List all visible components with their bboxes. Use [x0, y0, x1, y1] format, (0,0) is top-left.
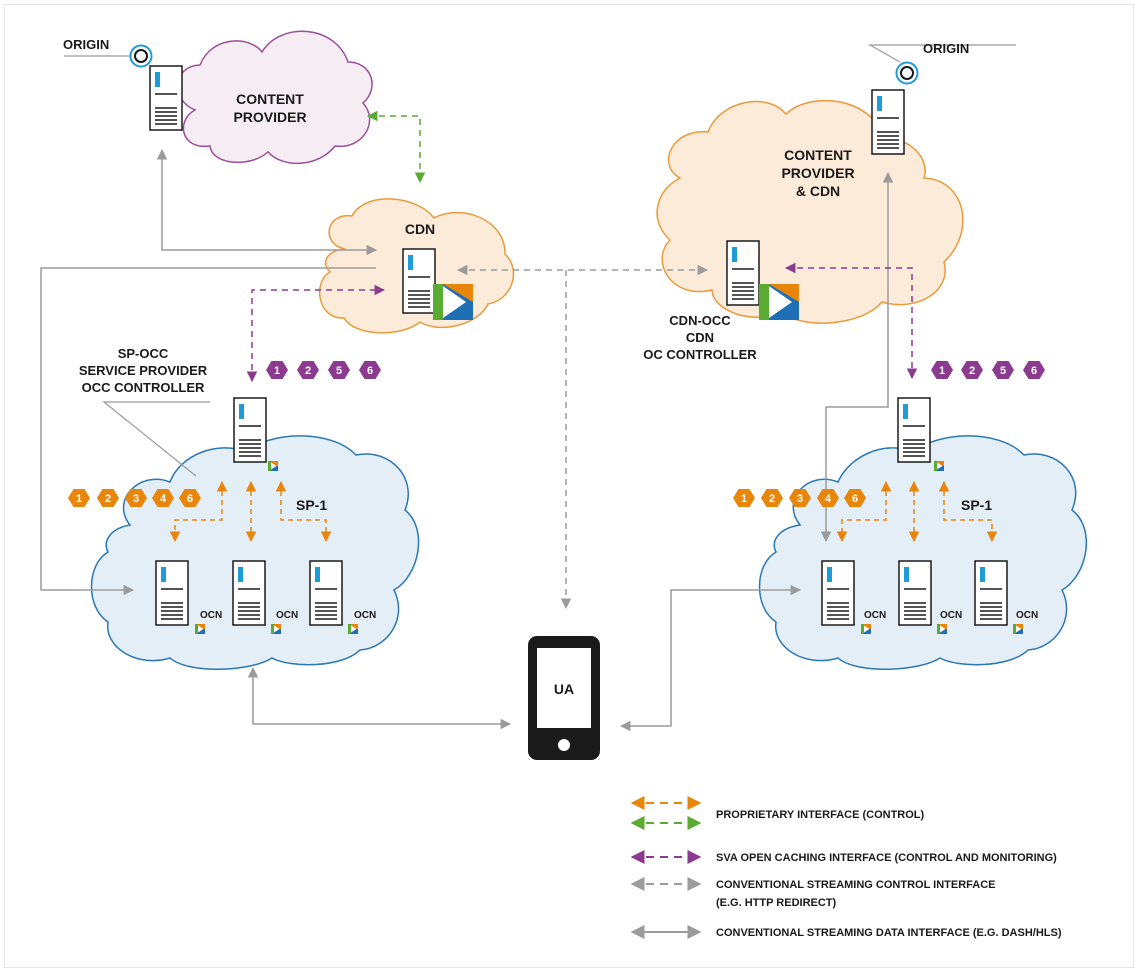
- ocn-server: [309, 560, 343, 626]
- origin-icon-left: [129, 44, 153, 68]
- oc-logo-small: [1013, 624, 1023, 634]
- svg-text:5: 5: [1000, 365, 1006, 377]
- ocn-label: OCN: [1016, 610, 1038, 621]
- sp1-cloud-left: [90, 435, 420, 670]
- ua-label: UA: [554, 681, 574, 697]
- legend-item-conventional-control: CONVENTIONAL STREAMING CONTROL INTERFACE…: [630, 877, 996, 909]
- svg-text:1: 1: [741, 493, 747, 505]
- purple-badges-left: 1 2 5 6: [266, 361, 381, 379]
- origin-server-left: [149, 65, 183, 131]
- svg-text:2: 2: [969, 365, 975, 377]
- ocn-label: OCN: [940, 610, 962, 621]
- sp1-label-left: SP-1: [296, 497, 327, 513]
- svg-text:1: 1: [76, 493, 82, 505]
- content-provider-cdn-label-line2: PROVIDER: [781, 165, 854, 181]
- sp-occ-label-line1: SP-OCC: [118, 346, 169, 361]
- ocn-label: OCN: [200, 610, 222, 621]
- ocn-label: OCN: [276, 610, 298, 621]
- sp1-cloud-right: [758, 435, 1087, 670]
- svg-text:1: 1: [274, 365, 280, 377]
- open-caching-logo-cdn: [433, 284, 473, 320]
- ocn-server: [155, 560, 189, 626]
- open-caching-logo-cdn-occ: [759, 284, 799, 320]
- legend-item-sva: SVA OPEN CACHING INTERFACE (CONTROL AND …: [630, 850, 1057, 864]
- cdn-occ-label-line1: CDN-OCC: [669, 313, 731, 328]
- user-agent-phone-icon: [528, 636, 600, 760]
- svg-text:3: 3: [797, 493, 803, 505]
- svg-text:6: 6: [1031, 365, 1037, 377]
- content-provider-label-line2: PROVIDER: [233, 109, 306, 125]
- legend: PROPRIETARY INTERFACE (CONTROL) SVA OPEN…: [630, 796, 1062, 939]
- ocn-server: [898, 560, 932, 626]
- ocn-label: OCN: [864, 610, 886, 621]
- svg-text:CONVENTIONAL STREAMING CONTROL: CONVENTIONAL STREAMING CONTROL INTERFACE: [716, 879, 996, 891]
- origin-label-right: ORIGIN: [923, 41, 969, 56]
- ocn-server: [974, 560, 1008, 626]
- cdn-occ-server: [726, 240, 760, 306]
- svg-text:SVA OPEN CACHING INTERFACE (CO: SVA OPEN CACHING INTERFACE (CONTROL AND …: [716, 852, 1057, 864]
- cdn-label: CDN: [405, 221, 435, 237]
- svg-text:CONVENTIONAL STREAMING DATA IN: CONVENTIONAL STREAMING DATA INTERFACE (E…: [716, 927, 1062, 939]
- sp-occ-server-left: [233, 397, 267, 463]
- oc-logo-small: [348, 624, 358, 634]
- sp-occ-server-right: [897, 397, 931, 463]
- purple-badges-right: 1 2 5 6: [931, 361, 1045, 379]
- orange-badges-left: 1 2 3 4 6: [68, 489, 201, 507]
- sp-occ-label-line3: OCC CONTROLLER: [82, 380, 205, 395]
- svg-text:5: 5: [336, 365, 342, 377]
- svg-text:1: 1: [939, 365, 945, 377]
- content-provider-cdn-label-line3: & CDN: [796, 183, 840, 199]
- cdn-server: [402, 248, 436, 314]
- svg-text:4: 4: [825, 493, 832, 505]
- svg-text:6: 6: [187, 493, 193, 505]
- legend-item-conventional-data: CONVENTIONAL STREAMING DATA INTERFACE (E…: [630, 925, 1062, 939]
- svg-text:6: 6: [367, 365, 373, 377]
- ocn-label: OCN: [354, 610, 376, 621]
- oc-logo-small: [937, 624, 947, 634]
- sp-occ-label-line2: SERVICE PROVIDER: [79, 363, 208, 378]
- svg-text:3: 3: [133, 493, 139, 505]
- svg-text:2: 2: [305, 365, 311, 377]
- svg-text:6: 6: [852, 493, 858, 505]
- diagram-frame: [4, 4, 1134, 968]
- oc-logo-small: [934, 461, 944, 471]
- oc-logo-small: [268, 461, 278, 471]
- ocn-server: [232, 560, 266, 626]
- svg-text:PROPRIETARY INTERFACE (CONTROL: PROPRIETARY INTERFACE (CONTROL): [716, 809, 925, 821]
- content-provider-label-line1: CONTENT: [236, 91, 304, 107]
- oc-logo-small: [195, 624, 205, 634]
- svg-text:2: 2: [769, 493, 775, 505]
- cdn-occ-label-line3: OC CONTROLLER: [643, 347, 757, 362]
- sp1-label-right: SP-1: [961, 497, 992, 513]
- svg-text:4: 4: [160, 493, 167, 505]
- origin-label-left: ORIGIN: [63, 37, 109, 52]
- oc-logo-small: [271, 624, 281, 634]
- svg-text:2: 2: [105, 493, 111, 505]
- content-provider-cdn-cloud: [656, 99, 964, 324]
- oc-logo-small: [861, 624, 871, 634]
- origin-server-right: [871, 89, 905, 155]
- ocn-server: [821, 560, 855, 626]
- content-provider-cdn-label-line1: CONTENT: [784, 147, 852, 163]
- origin-icon-right: [895, 61, 919, 85]
- orange-badges-right: 1 2 3 4 6: [733, 489, 866, 507]
- cdn-occ-label-line2: CDN: [686, 330, 714, 345]
- svg-text:(E.G. HTTP REDIRECT): (E.G. HTTP REDIRECT): [716, 897, 837, 909]
- legend-item-proprietary: PROPRIETARY INTERFACE (CONTROL): [630, 796, 925, 830]
